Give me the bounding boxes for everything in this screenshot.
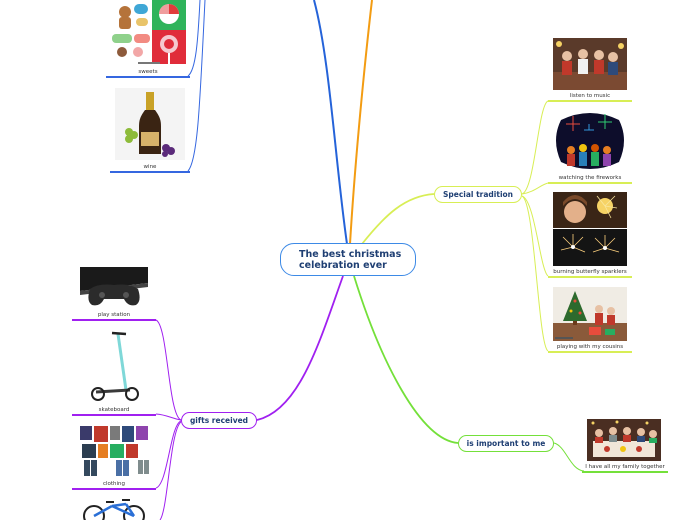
music-caption: listen to music (569, 93, 611, 99)
family-image (587, 419, 661, 461)
connector-playstation (155, 319, 182, 421)
leaf-play-station[interactable]: play station (72, 261, 156, 321)
leaf-sweets[interactable]: sweets (106, 0, 190, 78)
connector-sweets (187, 0, 201, 77)
clothing-underline (72, 488, 156, 490)
sparklers-caption: burning butterfly sparklers (553, 269, 627, 275)
connector-family (553, 442, 585, 472)
connector-wine (187, 0, 206, 172)
connector-top-blue (313, 0, 348, 245)
cousins-underline (548, 351, 632, 353)
connector-clothing (155, 420, 182, 489)
leaf-family-together[interactable]: I have all my family together (582, 419, 668, 473)
sweets-underline (106, 76, 190, 78)
clothing-caption: clothing (102, 481, 126, 487)
music-underline (548, 100, 632, 102)
bike-image (76, 498, 152, 520)
connector-bike (159, 421, 182, 520)
cousins-caption: playing with my cousins (556, 344, 624, 350)
clothing-image (76, 424, 152, 478)
connector-cousins (521, 195, 549, 352)
leaf-clothing[interactable]: clothing (72, 424, 156, 490)
fireworks-underline (548, 182, 632, 184)
connector-important (353, 275, 459, 444)
family-caption: I have all my family together (585, 464, 665, 470)
fireworks-caption: watching the fireworks (558, 175, 622, 181)
connector-fireworks (521, 182, 549, 195)
sparklers-underline (548, 276, 632, 278)
playstation-caption: play station (97, 312, 131, 318)
leaf-wine[interactable]: wine (110, 88, 190, 173)
wine-underline (110, 171, 190, 173)
leaf-listen-to-music[interactable]: listen to music (548, 38, 632, 102)
central-topic-line1: The best christmas (299, 248, 402, 260)
wine-image (115, 88, 185, 160)
music-image (553, 38, 627, 90)
sweets-image (110, 0, 186, 66)
connector-music (521, 100, 549, 195)
branch-important-to-me[interactable]: is important to me (458, 435, 554, 452)
cousins-image (553, 287, 627, 341)
connector-sparklers (521, 195, 549, 277)
central-topic-line2: celebration ever (299, 259, 387, 271)
skateboard-underline (72, 414, 156, 416)
skateboard-image (86, 330, 142, 404)
leaf-burning-sparklers[interactable]: burning butterfly sparklers (548, 192, 632, 278)
playstation-image (76, 261, 152, 309)
connector-special (361, 193, 435, 245)
fireworks-image (553, 110, 627, 172)
wine-caption: wine (143, 164, 157, 170)
sweets-caption: sweets (138, 69, 158, 75)
skateboard-caption: skateboard (98, 407, 130, 413)
central-topic[interactable]: The best christmas celebration ever (280, 243, 416, 276)
branch-gifts-received[interactable]: gifts received (181, 412, 257, 429)
leaf-bike[interactable] (76, 498, 152, 520)
family-underline (582, 471, 668, 473)
connector-gifts (256, 275, 344, 421)
leaf-skateboard[interactable]: skateboard (72, 330, 156, 416)
playstation-underline (72, 319, 156, 321)
connector-skateboard (155, 413, 182, 421)
branch-special-tradition[interactable]: Special tradition (434, 186, 522, 203)
connector-top-orange (349, 0, 373, 245)
sparklers-image (553, 192, 627, 266)
leaf-watching-fireworks[interactable]: watching the fireworks (548, 110, 632, 184)
leaf-playing-with-cousins[interactable]: playing with my cousins (548, 287, 632, 353)
